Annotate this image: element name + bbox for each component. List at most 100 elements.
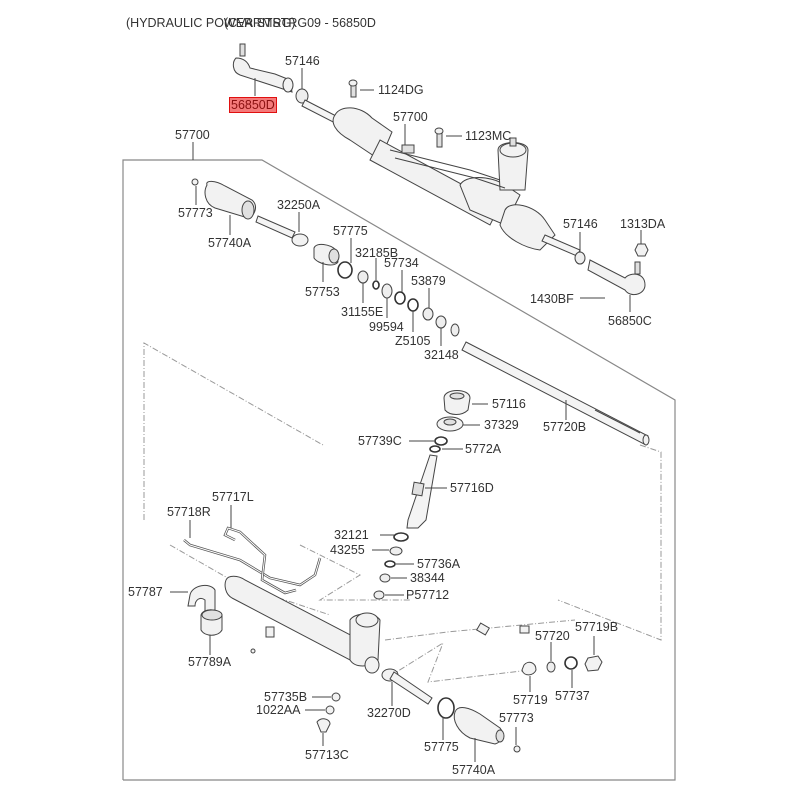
fitting-57735B[interactable] — [331, 692, 341, 702]
bracket-57787[interactable] — [187, 584, 216, 613]
label-31155E[interactable]: 31155E — [341, 305, 384, 319]
label-57739C[interactable]: 57739C — [358, 434, 402, 448]
washer-31155E[interactable] — [357, 270, 369, 284]
cap-57713C[interactable] — [316, 718, 331, 733]
cap-57116[interactable] — [443, 390, 471, 415]
label-57736A[interactable]: 57736A — [417, 557, 461, 571]
bolt-1123MC[interactable] — [434, 127, 444, 148]
rack-housing-lower[interactable] — [224, 575, 381, 674]
label-57146-top[interactable]: 57146 — [285, 54, 320, 68]
bushing-57753[interactable] — [313, 243, 340, 266]
label-1123MC[interactable]: 1123MC — [465, 129, 512, 143]
nut-57146-right[interactable] — [574, 251, 586, 265]
snap-ring-57739C[interactable] — [434, 436, 448, 446]
clip-57773-top[interactable] — [191, 178, 199, 186]
pinion-57716D[interactable] — [406, 454, 438, 529]
bushing-57737[interactable] — [564, 656, 578, 670]
label-1430BF[interactable]: 1430BF — [530, 292, 574, 306]
pipe-57717L[interactable] — [223, 526, 297, 595]
label-Z5105[interactable]: Z5105 — [395, 334, 431, 348]
washer-57720[interactable] — [546, 661, 556, 673]
label-57773-a[interactable]: 57773 — [178, 206, 213, 220]
label-57740A-b[interactable]: 57740A — [452, 763, 496, 777]
bolt-1124DG[interactable] — [348, 79, 358, 98]
boot-57740A-bottom[interactable] — [453, 707, 505, 745]
label-57717L[interactable]: 57717L — [212, 490, 254, 504]
nut-57719B[interactable] — [584, 655, 603, 672]
oring-Z5105[interactable] — [407, 298, 419, 312]
label-1124DG[interactable]: 1124DG — [378, 83, 424, 97]
label-57753[interactable]: 57753 — [305, 285, 340, 299]
label-32270D[interactable]: 32270D — [367, 706, 411, 720]
assembly-frame — [122, 159, 676, 781]
label-1022AA[interactable]: 1022AA — [256, 703, 301, 717]
label-56850C[interactable]: 56850C — [608, 314, 652, 328]
seal-38344[interactable] — [379, 573, 391, 583]
label-57116[interactable]: 57116 — [492, 397, 526, 411]
diagram-subtitle: (CVARMSTRG09 - 56850D — [224, 16, 376, 30]
inner-dash-frame — [143, 342, 324, 520]
label-37329[interactable]: 37329 — [484, 418, 519, 432]
clamp-57775-bottom[interactable] — [437, 697, 455, 719]
fitting-bolt-2 — [519, 625, 530, 634]
label-P57712[interactable]: P57712 — [406, 588, 450, 602]
fitting-1022AA[interactable] — [325, 705, 335, 715]
label-57713C[interactable]: 57713C — [305, 748, 349, 762]
oring-57734[interactable] — [394, 291, 406, 305]
inner-tie-rod-32270D[interactable] — [381, 668, 433, 705]
label-57700-frame[interactable]: 57700 — [175, 128, 210, 142]
label-57720B[interactable]: 57720B — [543, 420, 587, 434]
oring-32185B[interactable] — [372, 280, 380, 290]
seal-53879[interactable] — [422, 307, 434, 321]
label-57734[interactable]: 57734 — [384, 256, 419, 270]
label-57146-right[interactable]: 57146 — [563, 217, 598, 231]
diagram-title: (HYDRAULIC POWER STRG) — [126, 16, 296, 30]
label-57773-b[interactable]: 57773 — [499, 711, 534, 725]
oring-57736A[interactable] — [384, 560, 396, 568]
nut-1313DA[interactable] — [634, 243, 649, 257]
label-57735B[interactable]: 57735B — [264, 690, 308, 704]
seal-37329[interactable] — [436, 416, 464, 432]
label-57775-b[interactable]: 57775 — [424, 740, 459, 754]
tie-rod-end-left[interactable] — [232, 43, 294, 93]
mount-57719[interactable] — [521, 661, 537, 676]
label-57720[interactable]: 57720 — [535, 629, 570, 643]
label-57719B[interactable]: 57719B — [575, 620, 619, 634]
rack-bar-57720B[interactable] — [461, 341, 650, 446]
seal-32148[interactable] — [435, 315, 447, 329]
inner-tie-rod-32250A[interactable] — [255, 215, 309, 247]
seal-43255[interactable] — [389, 546, 403, 556]
label-38344[interactable]: 38344 — [410, 571, 445, 585]
clamp-57775-top[interactable] — [337, 261, 353, 279]
label-32148[interactable]: 32148 — [424, 348, 459, 362]
label-57787[interactable]: 57787 — [128, 585, 163, 599]
oring-32121[interactable] — [393, 532, 409, 542]
tie-rod-end-right[interactable] — [587, 259, 646, 296]
label-32121[interactable]: 32121 — [334, 528, 369, 542]
label-57700-top[interactable]: 57700 — [393, 110, 428, 124]
label-57718R[interactable]: 57718R — [167, 505, 211, 519]
clip-57773-bottom[interactable] — [513, 745, 521, 753]
label-57775-a[interactable]: 57775 — [333, 224, 368, 238]
fitting-bolt — [475, 622, 491, 636]
label-32250A[interactable]: 32250A — [277, 198, 321, 212]
label-57719[interactable]: 57719 — [513, 693, 548, 707]
seal-P57712[interactable] — [373, 590, 385, 600]
oring-5772A[interactable] — [429, 445, 441, 453]
label-57737[interactable]: 57737 — [555, 689, 590, 703]
rack-housing-assembly[interactable] — [301, 99, 581, 257]
label-5772A[interactable]: 5772A — [465, 442, 502, 456]
bushing-57789A[interactable] — [200, 609, 223, 636]
label-43255[interactable]: 43255 — [330, 543, 365, 557]
boot-57740A-top[interactable] — [204, 180, 256, 220]
label-57740A-a[interactable]: 57740A — [208, 236, 252, 250]
label-57789A[interactable]: 57789A — [188, 655, 232, 669]
label-57716D[interactable]: 57716D — [450, 481, 494, 495]
pipe-57718R[interactable] — [183, 539, 322, 587]
label-56850D-highlighted[interactable]: 56850D — [229, 97, 277, 113]
seal-99594[interactable] — [381, 283, 393, 299]
label-99594[interactable]: 99594 — [369, 320, 404, 334]
label-32185B[interactable]: 32185B — [355, 246, 399, 260]
label-1313DA[interactable]: 1313DA — [620, 217, 666, 231]
label-53879[interactable]: 53879 — [411, 274, 446, 288]
